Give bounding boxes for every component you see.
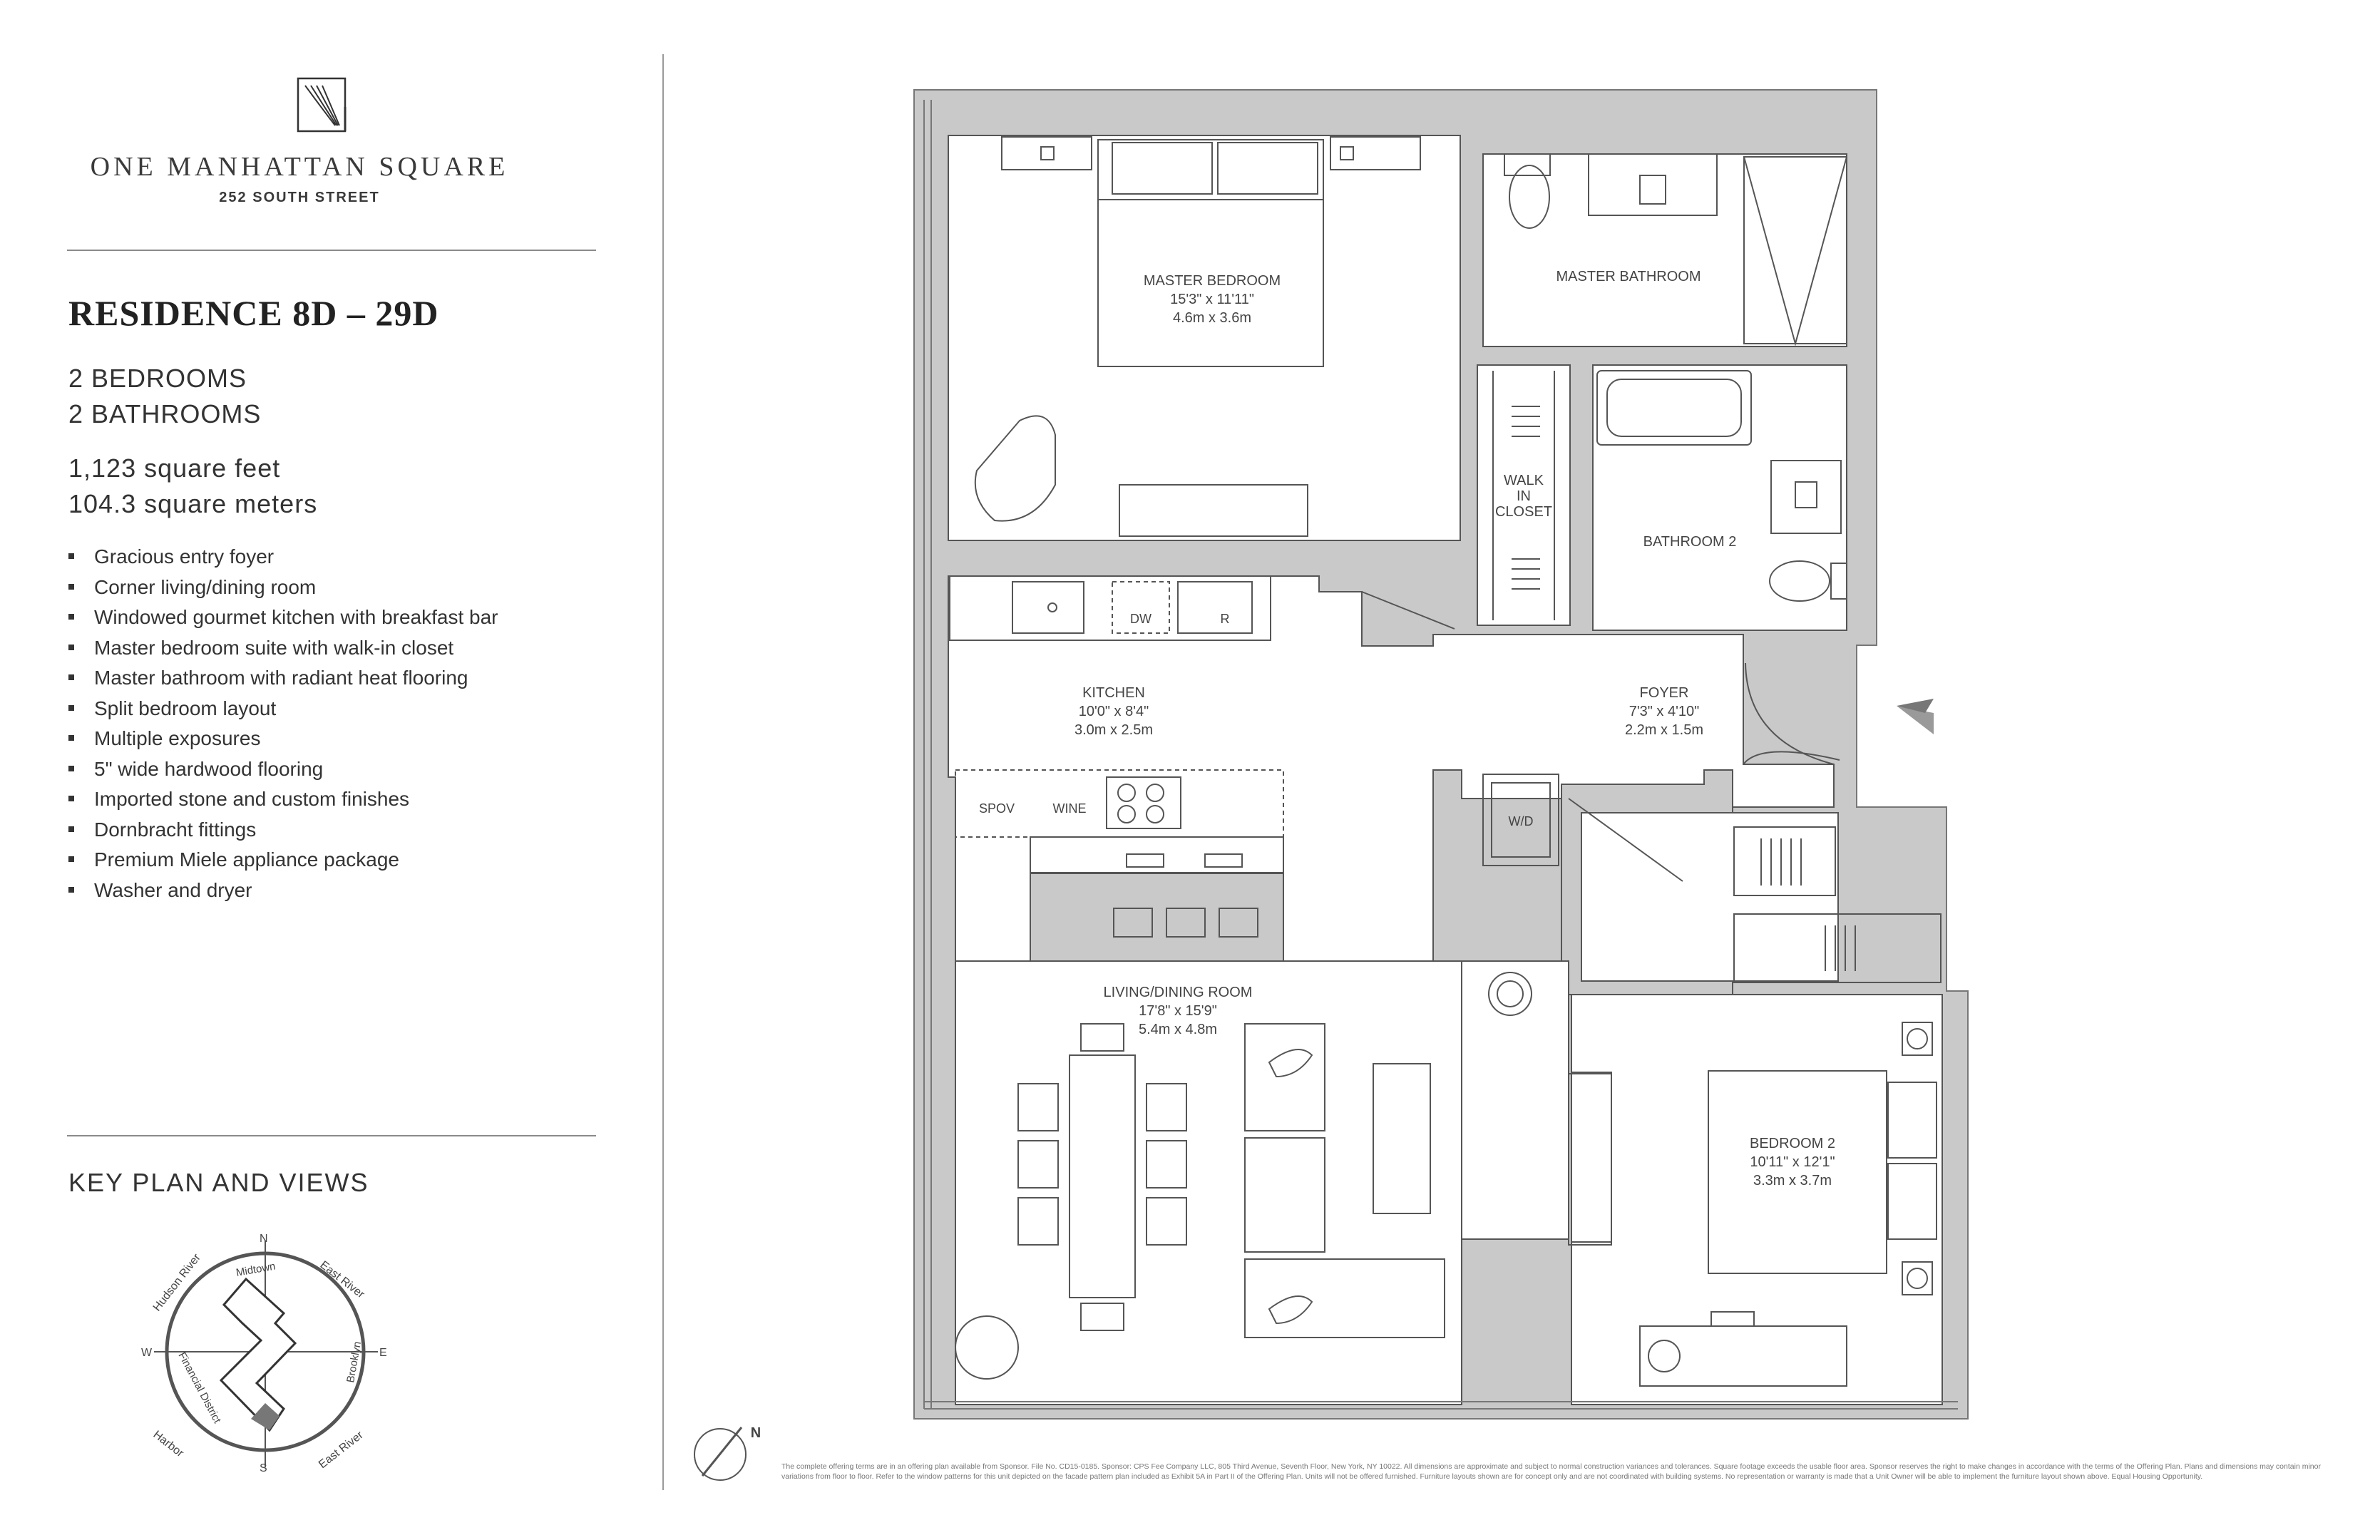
bedroom-2-furniture: [1571, 826, 1942, 1387]
entry-arrow-icon: [1897, 706, 1934, 734]
bedrooms-count: 2 BEDROOMS: [68, 364, 247, 393]
brand-name: ONE MANHATTAN SQUARE: [90, 152, 509, 182]
list-item: Corner living/dining room: [68, 573, 498, 603]
list-item: Master bathroom with radiant heat floori…: [68, 663, 498, 694]
bathroom-2-fixtures: [1596, 370, 1847, 602]
living-dining-furniture: [955, 1023, 1612, 1380]
feature-list: Gracious entry foyer Corner living/dinin…: [68, 542, 498, 905]
north-arrow-icon: [694, 1427, 747, 1481]
walk-in-closet-shelving: [1492, 371, 1555, 620]
list-item: Imported stone and custom finishes: [68, 784, 498, 815]
keyplan-rule: [67, 1135, 596, 1136]
list-item: Premium Miele appliance package: [68, 845, 498, 876]
disclaimer-text: The complete offering terms are in an of…: [781, 1462, 2321, 1481]
master-bathroom-fixtures: [1504, 153, 1847, 346]
key-plan-title: KEY PLAN AND VIEWS: [68, 1168, 369, 1197]
list-item: 5" wide hardwood flooring: [68, 754, 498, 785]
residence-title: RESIDENCE 8D – 29D: [68, 293, 439, 333]
list-item: Split bedroom layout: [68, 694, 498, 724]
list-item: Windowed gourmet kitchen with breakfast …: [68, 602, 498, 633]
list-item: Washer and dryer: [68, 876, 498, 906]
walls: [913, 89, 1969, 1420]
list-item: Master bedroom suite with walk-in closet: [68, 633, 498, 664]
key-plan-compass: [154, 1241, 378, 1467]
brand-address: 252 SOUTH STREET: [219, 190, 380, 205]
laundry: [1482, 774, 1559, 1016]
area-sqm: 104.3 square meters: [68, 489, 318, 518]
kitchen-fixtures: [949, 575, 1284, 938]
list-item: Gracious entry foyer: [68, 542, 498, 573]
windows: [923, 100, 1958, 1410]
area-sqft: 1,123 square feet: [68, 453, 281, 483]
brand-logo-icon: [297, 77, 347, 133]
bathrooms-count: 2 BATHROOMS: [68, 399, 262, 428]
header-rule: [67, 250, 596, 251]
master-bedroom-furniture: [974, 136, 1421, 537]
list-item: Multiple exposures: [68, 724, 498, 754]
doors: [1361, 591, 1840, 882]
list-item: Dornbracht fittings: [68, 815, 498, 846]
